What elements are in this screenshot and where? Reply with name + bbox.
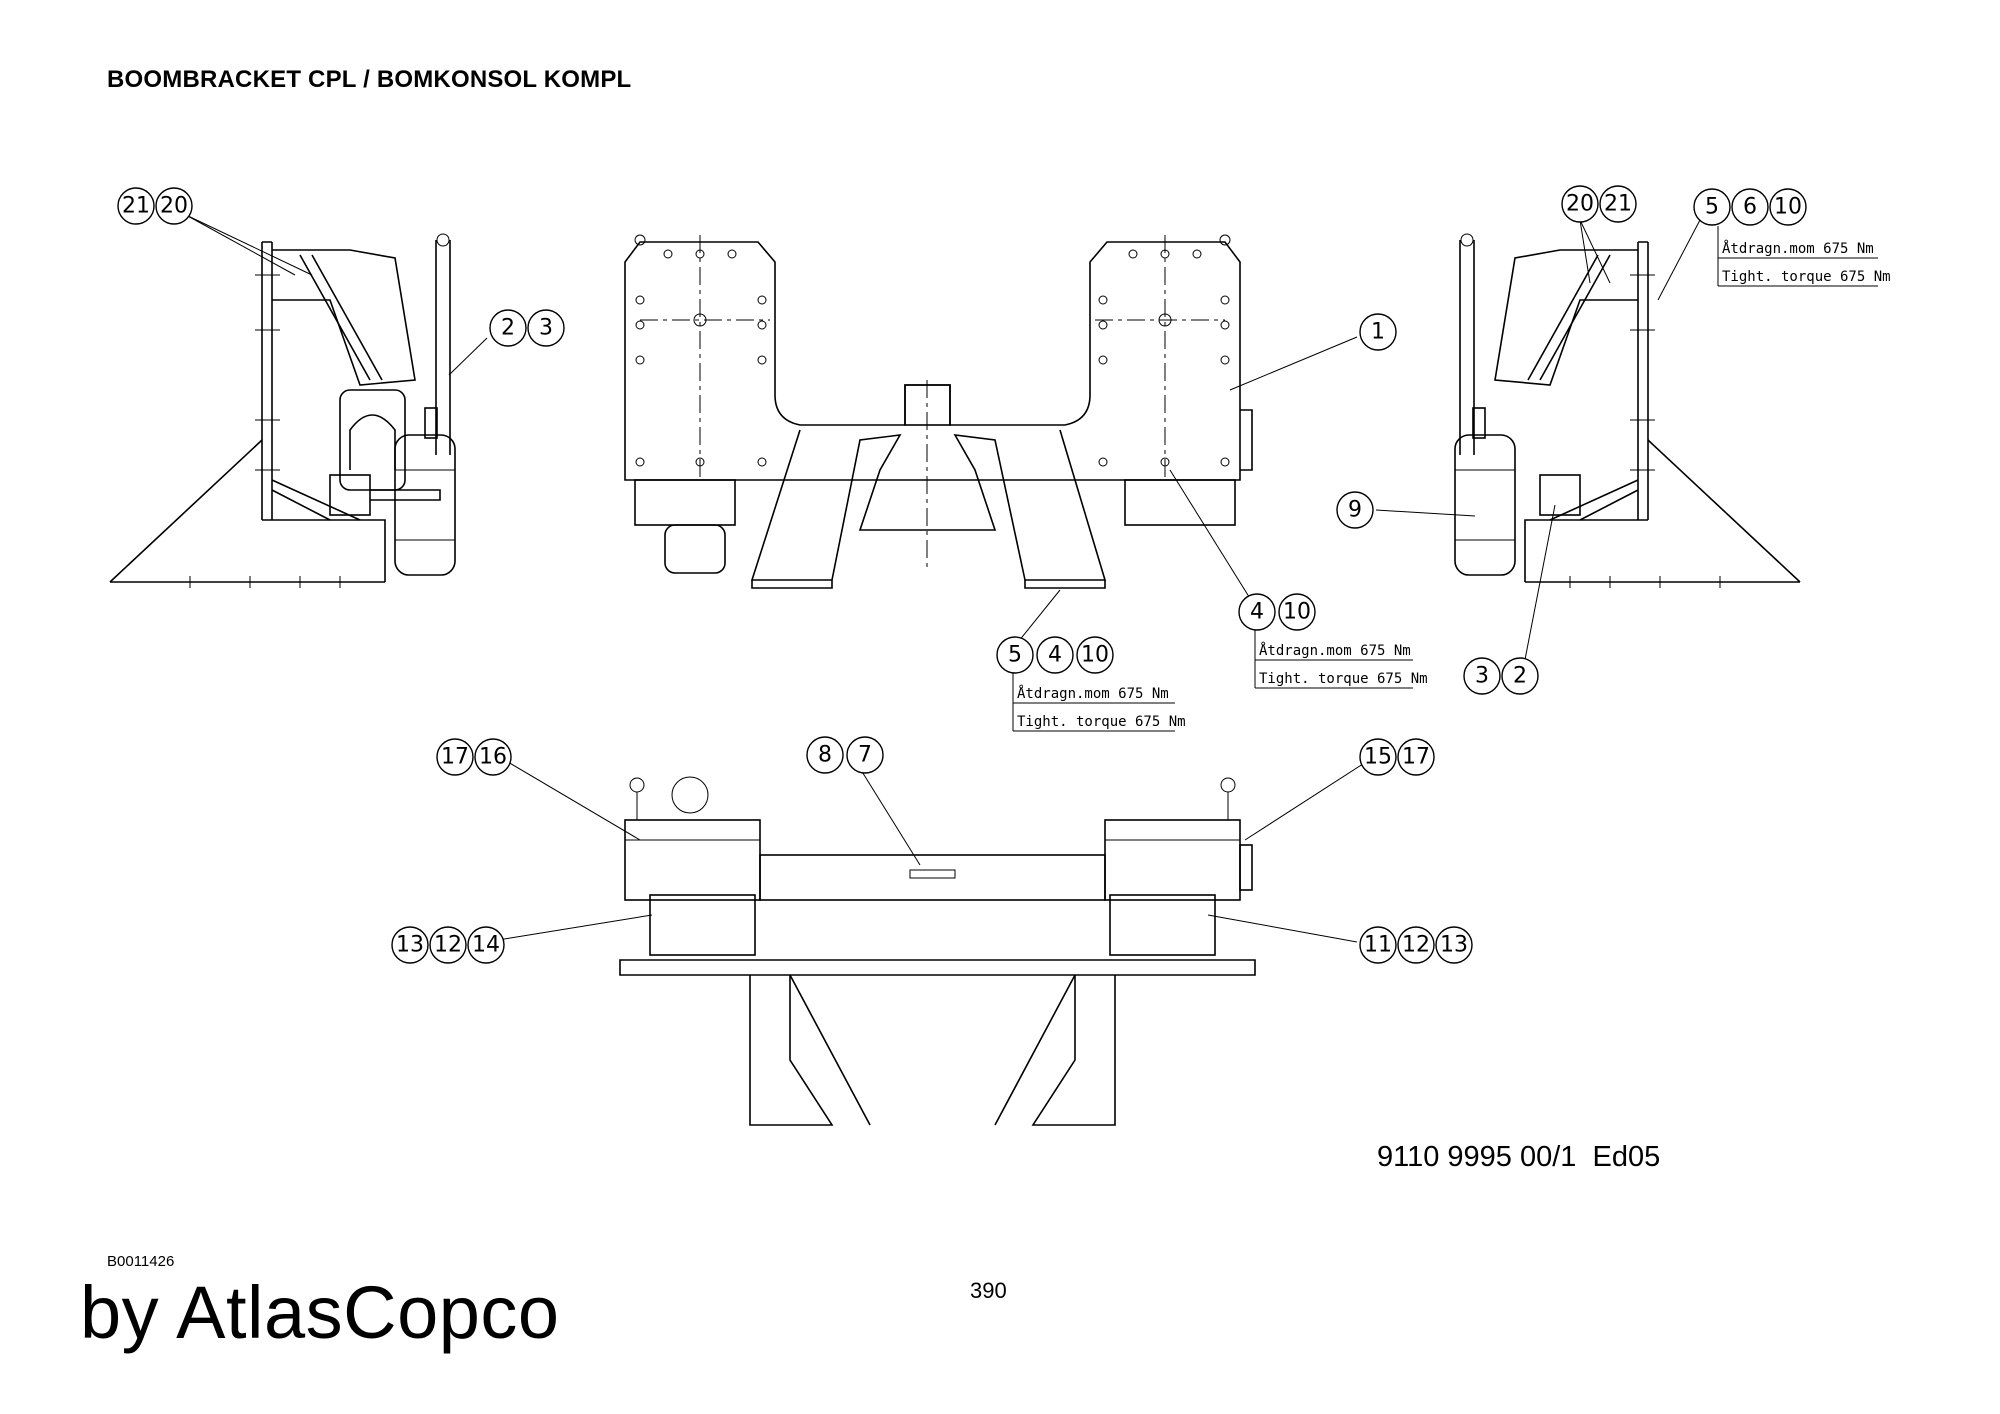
callout-15: 15: [1359, 738, 1397, 776]
right-side-view: [1454, 233, 1801, 588]
svg-text:3: 3: [539, 316, 553, 341]
page-number: 390: [970, 1278, 1007, 1303]
svg-text:6: 6: [1743, 195, 1757, 220]
svg-text:5: 5: [1705, 195, 1719, 220]
leader-lines: [185, 214, 1701, 943]
svg-text:15: 15: [1364, 745, 1392, 770]
svg-text:10: 10: [1283, 600, 1311, 625]
callout-7: 7: [846, 736, 884, 774]
callout-21a: 21: [117, 187, 155, 225]
svg-text:14: 14: [472, 933, 500, 958]
callout-21b: 21: [1599, 185, 1637, 223]
callout-9: 9: [1336, 491, 1374, 529]
svg-text:12: 12: [434, 933, 462, 958]
torque-note-center-right: Åtdragn.mom 675 Nm Tight. torque 675 Nm: [1254, 630, 1428, 689]
bottom-top-view: [619, 776, 1256, 1126]
callout-2b: 2: [1501, 657, 1539, 695]
document-number: 9110 9995 00/1 Ed05: [1377, 1141, 1661, 1173]
callout-4b: 4: [1036, 636, 1074, 674]
svg-text:3: 3: [1475, 664, 1489, 689]
svg-text:4: 4: [1250, 600, 1264, 625]
center-front-view: [624, 234, 1253, 589]
callout-10a: 10: [1769, 188, 1807, 226]
callout-20a: 20: [155, 187, 193, 225]
svg-text:1: 1: [1371, 320, 1385, 345]
callout-14: 14: [467, 926, 505, 964]
callout-20b: 20: [1561, 185, 1599, 223]
svg-text:17: 17: [441, 745, 469, 770]
svg-text:8: 8: [818, 743, 832, 768]
torque-note-right-sv: Åtdragn.mom 675 Nm: [1722, 240, 1874, 257]
torque-note-center-left-en: Tight. torque 675 Nm: [1017, 714, 1186, 730]
svg-text:11: 11: [1364, 933, 1392, 958]
svg-text:10: 10: [1081, 643, 1109, 668]
svg-text:17: 17: [1402, 745, 1430, 770]
torque-note-center-right-sv: Åtdragn.mom 675 Nm: [1259, 642, 1411, 659]
callout-12b: 12: [1397, 926, 1435, 964]
callout-11: 11: [1359, 926, 1397, 964]
callout-16: 16: [474, 738, 512, 776]
svg-text:20: 20: [160, 194, 188, 219]
svg-text:13: 13: [1440, 933, 1468, 958]
left-side-view: [109, 233, 456, 588]
callout-8: 8: [806, 736, 844, 774]
callout-2a: 2: [489, 309, 527, 347]
svg-text:7: 7: [858, 743, 872, 768]
callout-1: 1: [1359, 313, 1397, 351]
callout-17b: 17: [1397, 738, 1435, 776]
torque-note-center-left-sv: Åtdragn.mom 675 Nm: [1017, 685, 1169, 702]
svg-text:21: 21: [122, 194, 150, 219]
svg-text:16: 16: [479, 745, 507, 770]
torque-note-center-left: Åtdragn.mom 675 Nm Tight. torque 675 Nm: [1012, 673, 1186, 732]
callout-5b: 5: [996, 636, 1034, 674]
svg-text:13: 13: [396, 933, 424, 958]
svg-text:10: 10: [1774, 195, 1802, 220]
callout-4a: 4: [1238, 593, 1276, 631]
svg-text:9: 9: [1348, 498, 1362, 523]
callout-12a: 12: [429, 926, 467, 964]
svg-text:21: 21: [1604, 192, 1632, 217]
svg-text:20: 20: [1566, 192, 1594, 217]
svg-text:5: 5: [1008, 643, 1022, 668]
brand-footer: by AtlasCopco: [80, 1271, 560, 1354]
svg-text:2: 2: [501, 316, 515, 341]
svg-text:4: 4: [1048, 643, 1062, 668]
callout-10b: 10: [1278, 593, 1316, 631]
callout-3b: 3: [1463, 657, 1501, 695]
callout-3a: 3: [527, 309, 565, 347]
callout-6: 6: [1731, 188, 1769, 226]
callout-13b: 13: [1435, 926, 1473, 964]
callout-10c: 10: [1076, 636, 1114, 674]
torque-note-right: Åtdragn.mom 675 Nm Tight. torque 675 Nm: [1717, 226, 1891, 287]
reference-code: B0011426: [107, 1253, 175, 1270]
page-title: BOOMBRACKET CPL / BOMKONSOL KOMPL: [107, 66, 632, 93]
torque-note-right-en: Tight. torque 675 Nm: [1722, 269, 1891, 285]
svg-text:2: 2: [1513, 664, 1527, 689]
torque-note-center-right-en: Tight. torque 675 Nm: [1259, 671, 1428, 687]
svg-text:12: 12: [1402, 933, 1430, 958]
callout-13a: 13: [391, 926, 429, 964]
callout-17a: 17: [436, 738, 474, 776]
callout-5a: 5: [1693, 188, 1731, 226]
